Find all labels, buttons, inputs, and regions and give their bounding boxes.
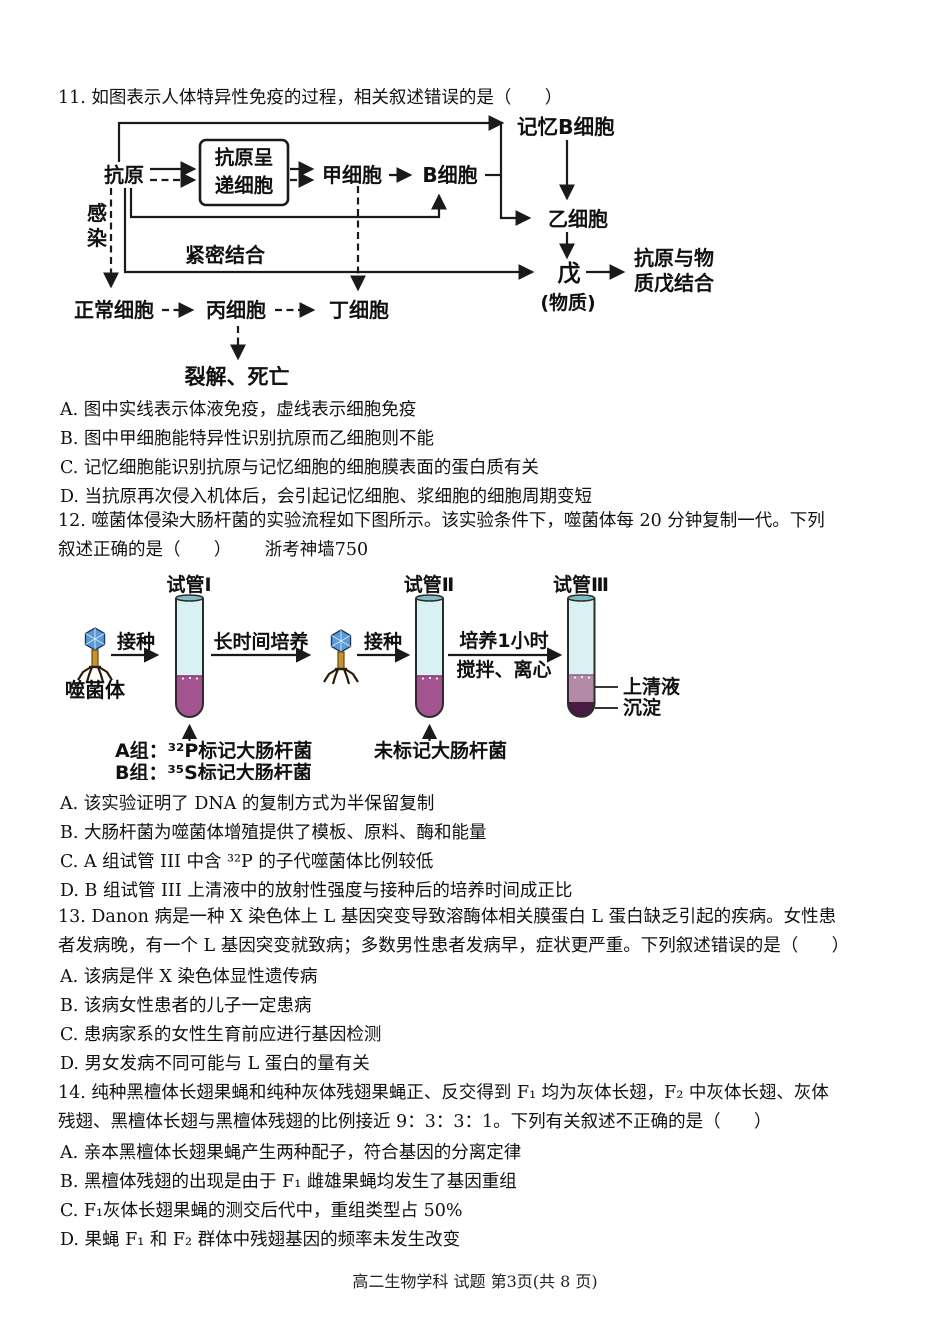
question-14-stem-line2: 残翅、黑檀体长翅与黑檀体残翅的比例接近 9：3：3：1。下列有关叙述不正确的是（…: [58, 1112, 772, 1132]
unlabeled-label: 未标记大肠杆菌: [373, 739, 507, 762]
question-11-option-b: B. 图中甲细胞能特异性识别抗原而乙细胞则不能: [60, 429, 434, 449]
culture-surface-specks: [573, 675, 591, 679]
test-tube-3: [567, 594, 596, 718]
test-tube-2: [415, 594, 444, 718]
apc-label-line1: 抗原呈: [215, 146, 274, 169]
arrow-tightbind-to-wu: [123, 188, 535, 280]
phage-icon: [76, 626, 114, 684]
question-13-option-b: B. 该病女性患者的儿子一定患病: [60, 996, 312, 1016]
question-14-option-c: C. F₁灰体长翅果蝇的测交后代中，重组类型占 50%: [60, 1201, 463, 1221]
question-14-options: A. 亲本黑檀体长翅果蝇产生两种配子，符合基因的分离定律 B. 黑檀体残翅的出现…: [60, 1139, 920, 1255]
question-14-option-b: B. 黑檀体残翅的出现是由于 F₁ 雌雄果蝇均发生了基因重组: [60, 1172, 517, 1192]
arrow-antigen-up-to-cellB: [129, 188, 447, 219]
question-11-option-a: A. 图中实线表示体液免疫，虚线表示细胞免疫: [60, 400, 417, 420]
question-13-option-a: A. 该病是伴 X 染色体显性遗传病: [60, 967, 318, 987]
question-13-stem-line2: 者发病晚，有一个 L 基因突变就致病；多数男性患者发病早，症状更严重。下列叙述错…: [58, 936, 850, 956]
binding-label-line2: 质戊结合: [634, 271, 715, 295]
apc-box: [198, 138, 290, 207]
phage-experiment-diagram: 噬菌体 接种 长时间培养 接种 培养1小时 搅拌、离心 试管Ⅰ 试管Ⅱ 试管Ⅲ: [65, 573, 681, 780]
question-11-option-c: C. 记忆细胞能识别抗原与记忆细胞的细胞膜表面的蛋白质有关: [60, 458, 539, 478]
question-13-option-d: D. 男女发病不同可能与 L 蛋白的量有关: [60, 1054, 370, 1074]
question-13-options: A. 该病是伴 X 染色体显性遗传病 B. 该病女性患者的儿子一定患病 C. 患…: [60, 963, 920, 1079]
question-11-option-d: D. 当抗原再次侵入机体后，会引起记忆细胞、浆细胞的细胞周期变短: [60, 487, 593, 507]
question-12-stem: 12. 噬菌体侵染大肠杆菌的实验流程如下图所示。该实验条件下，噬菌体每 20 分…: [58, 507, 920, 565]
group-b-label: B组：³⁵S标记大肠杆菌: [115, 761, 312, 780]
memory-b-label: 记忆B细胞: [517, 115, 615, 139]
tube3-label: 试管Ⅲ: [553, 573, 609, 596]
question-13-stem-line1: 13. Danon 病是一种 X 染色体上 L 基因突变导致溶酶体相关膜蛋白 L…: [58, 907, 837, 927]
apc-label-line2: 递细胞: [215, 174, 274, 197]
supernatant-label: 上清液: [623, 675, 681, 698]
question-13-option-c: C. 患病家系的女性生育前应进行基因检测: [60, 1025, 382, 1045]
cell-yi-label: 乙细胞: [548, 207, 608, 231]
infection-label-char2: 染: [87, 226, 108, 250]
immune-solid-lines: [117, 115, 626, 280]
tube1-label: 试管Ⅰ: [166, 573, 211, 596]
tube2-label: 试管Ⅱ: [404, 573, 455, 596]
normal-cell-label: 正常细胞: [74, 298, 154, 322]
lysis-label: 裂解、死亡: [185, 365, 290, 389]
phage-label: 噬菌体: [65, 678, 126, 702]
infection-label-char1: 感: [87, 201, 107, 225]
tight-bind-label: 紧密结合: [185, 243, 266, 267]
wu-sub-label: (物质): [540, 291, 595, 314]
stir-centrifuge-label: 搅拌、离心: [456, 658, 551, 681]
cell-b-label: B细胞: [422, 163, 477, 187]
question-12-options: A. 该实验证明了 DNA 的复制方式为半保留复制 B. 大肠杆菌为噬菌体增殖提…: [60, 790, 920, 906]
question-12-stem-line1: 12. 噬菌体侵染大肠杆菌的实验流程如下图所示。该实验条件下，噬菌体每 20 分…: [58, 511, 825, 531]
inoculate-label-1: 接种: [117, 631, 155, 653]
question-12-option-b: B. 大肠杆菌为噬菌体增殖提供了模板、原料、酶和能量: [60, 823, 487, 843]
phage-icon: [322, 628, 360, 686]
binding-label-line1: 抗原与物: [634, 246, 714, 270]
question-14-stem: 14. 纯种黑檀体长翅果蝇和纯种灰体残翅果蝇正、反交得到 F₁ 均为灰体长翅，F…: [58, 1079, 920, 1137]
precipitate-label: 沉淀: [623, 696, 662, 719]
question-12-option-d: D. B 组试管 III 上清液中的放射性强度与接种后的培养时间成正比: [60, 881, 573, 901]
immune-dashed-lines: [103, 172, 366, 361]
group-a-label: A组：³²P标记大肠杆菌: [115, 739, 312, 762]
question-12-stem-line2: 叙述正确的是（ ） 浙考神墙750: [58, 540, 369, 560]
arrow-antigen-to-memoryB: [117, 115, 505, 162]
wu-label: 戊: [558, 261, 581, 287]
culture-surface-specks: [181, 676, 199, 680]
question-13-stem: 13. Danon 病是一种 X 染色体上 L 基因突变导致溶酶体相关膜蛋白 L…: [58, 903, 920, 961]
immune-process-diagram: 抗原 抗原呈 递细胞 甲细胞 B细胞 记忆B细胞 乙细胞 戊 (物质) 抗原与物…: [74, 115, 715, 389]
antigen-label: 抗原: [104, 163, 144, 187]
cell-bing-label: 丙细胞: [206, 298, 266, 322]
culture-surface-specks: [421, 676, 439, 680]
inoculate-label-2: 接种: [364, 631, 402, 653]
page-footer: 高二生物学科 试题 第3页(共 8 页): [352, 1272, 598, 1291]
long-culture-label: 长时间培养: [213, 630, 308, 653]
question-14-option-d: D. 果蝇 F₁ 和 F₂ 群体中残翅基因的频率未发生改变: [60, 1230, 461, 1250]
question-12-option-a: A. 该实验证明了 DNA 的复制方式为半保留复制: [60, 794, 435, 814]
culture-1h-label: 培养1小时: [459, 629, 548, 652]
cell-ding-label: 丁细胞: [329, 298, 389, 322]
test-tube-1: [175, 594, 204, 718]
question-12-option-c: C. A 组试管 III 中含 ³²P 的子代噬菌体比例较低: [60, 852, 434, 872]
question-14-stem-line1: 14. 纯种黑檀体长翅果蝇和纯种灰体残翅果蝇正、反交得到 F₁ 均为灰体长翅，F…: [58, 1083, 829, 1103]
arrow-junction-to-cellYi: [499, 123, 532, 226]
cell-jia-label: 甲细胞: [322, 163, 382, 187]
question-14-option-a: A. 亲本黑檀体长翅果蝇产生两种配子，符合基因的分离定律: [60, 1143, 522, 1163]
question-11-stem: 11. 如图表示人体特异性免疫的过程，相关叙述错误的是（ ）: [58, 88, 563, 108]
question-11-options: A. 图中实线表示体液免疫，虚线表示细胞免疫 B. 图中甲细胞能特异性识别抗原而…: [60, 396, 920, 512]
